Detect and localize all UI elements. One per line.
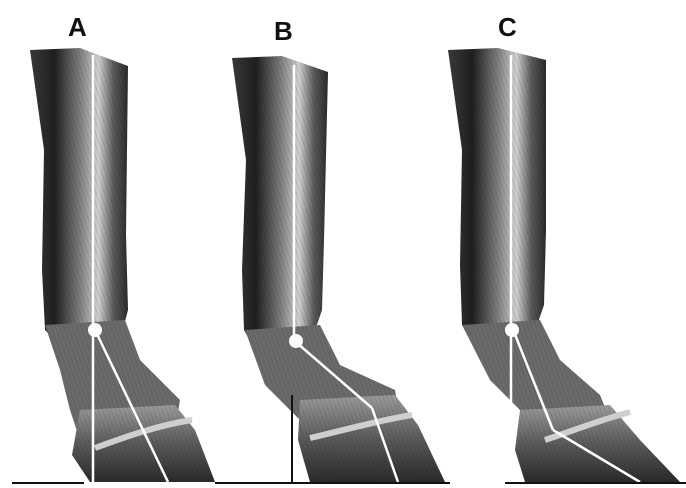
panel-c: C (448, 12, 686, 483)
leg-c (448, 48, 680, 482)
panel-a: A (12, 12, 215, 483)
fetlock-marker-b (289, 334, 303, 348)
fetlock-marker-a (88, 323, 102, 337)
fetlock-marker-c (505, 323, 519, 337)
panel-label-b: B (274, 16, 293, 46)
leg-b (232, 56, 445, 482)
panel-b: B (215, 16, 450, 483)
panel-label-a: A (68, 12, 87, 42)
panel-label-c: C (498, 12, 517, 42)
leg-a (30, 48, 215, 482)
